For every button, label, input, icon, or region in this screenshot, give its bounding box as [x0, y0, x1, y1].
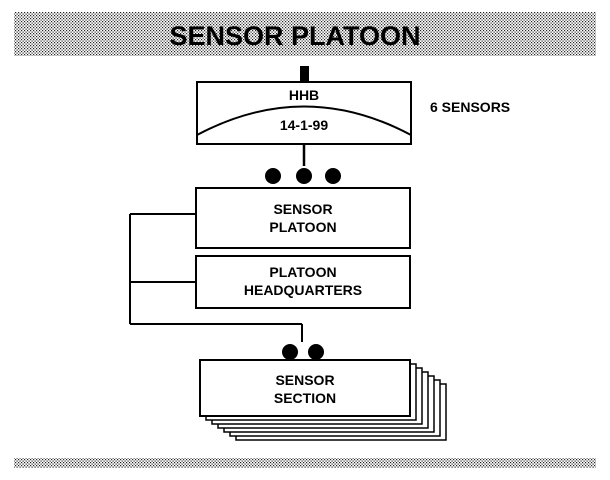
- three-dots: [265, 168, 341, 184]
- hhb-date: 14-1-99: [280, 117, 328, 133]
- platoon-hq-line2: HEADQUARTERS: [244, 282, 362, 298]
- hhb-top-stub: [300, 66, 309, 82]
- title-banner: SENSOR PLATOON: [14, 12, 596, 56]
- sensor-platoon-box: SENSOR PLATOON: [195, 187, 411, 249]
- sensor-platoon-line1: SENSOR: [273, 201, 332, 217]
- sensor-count-note: 6 SENSORS: [430, 99, 510, 115]
- sensor-section-stack: [199, 359, 447, 441]
- bracket-connector: [129, 213, 303, 342]
- sensor-platoon-line2: PLATOON: [269, 219, 336, 235]
- hhb-box: HHB 14-1-99: [196, 66, 412, 145]
- hhb-arc: [196, 105, 412, 136]
- sensor-section-line1: SENSOR: [275, 372, 334, 388]
- sensor-section-line2: SECTION: [274, 390, 336, 406]
- dot: [325, 168, 341, 184]
- dot: [265, 168, 281, 184]
- dot: [296, 168, 312, 184]
- footer-bar: [14, 458, 596, 468]
- dot: [282, 344, 298, 360]
- page-title: SENSOR PLATOON: [169, 21, 420, 51]
- two-dots: [282, 344, 324, 360]
- dot: [308, 344, 324, 360]
- platoon-hq-line1: PLATOON: [269, 264, 336, 280]
- platoon-headquarters-box: PLATOON HEADQUARTERS: [195, 255, 411, 309]
- hhb-label: HHB: [289, 87, 319, 103]
